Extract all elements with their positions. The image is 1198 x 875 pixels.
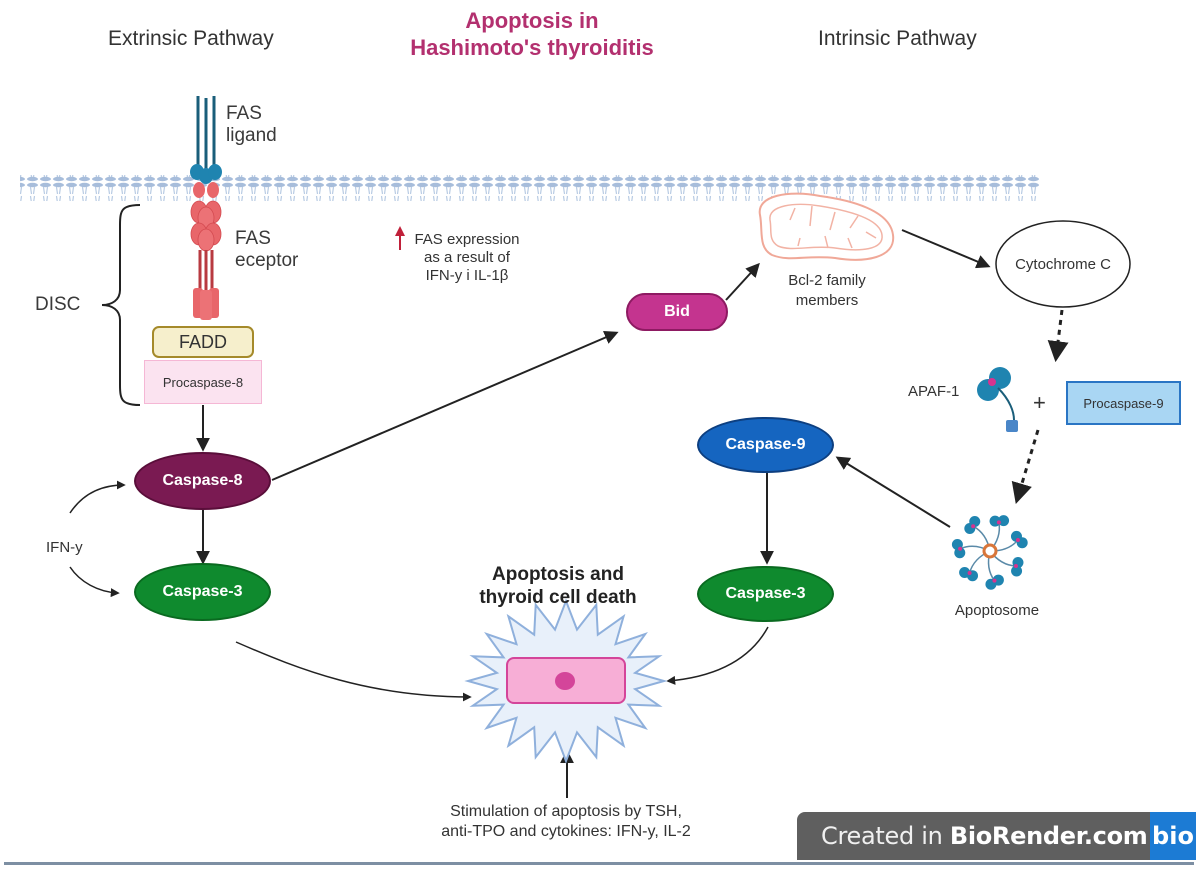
- apoptosome-dot: [958, 546, 963, 551]
- watermark-text: Created in BioRender.com: [821, 822, 1148, 850]
- apaf1-icon: [977, 367, 1018, 432]
- ifn-gamma-label: IFN-y: [46, 539, 83, 556]
- bcl2-family-label-line-2: members: [795, 292, 859, 309]
- fas-ligand-label: FAS ligand: [226, 103, 277, 147]
- arrow-ifn-to-caspase8: [69, 480, 126, 514]
- cytochrome-c-label: Cytochrome C: [1015, 256, 1111, 273]
- biorender-watermark[interactable]: Created in BioRender.com bio: [797, 812, 1196, 860]
- arrow-caspase3-right-to-cell: [666, 626, 769, 685]
- arrow-apaf-to-apoptosome-dashed: [1011, 429, 1040, 505]
- stimulation-label-line-1: Stimulation of apoptosis by TSH,: [450, 803, 682, 820]
- plus-sign: +: [1033, 390, 1046, 415]
- procaspase-9-node: Procaspase-9: [1066, 381, 1181, 425]
- stimulation-label-line-2: anti-TPO and cytokines: IFN-y, IL-2: [441, 823, 691, 840]
- page-title: Apoptosis in Hashimoto's thyroiditis: [410, 7, 654, 61]
- bcl2-family-label: Bcl-2 family members: [788, 271, 866, 311]
- fas-ligand-label-line-1: FAS: [226, 103, 262, 124]
- arrow-apoptosome-to-caspase9: [835, 456, 951, 528]
- arrow-caspase3-left-to-cell: [235, 641, 472, 702]
- apoptosome-dot: [996, 520, 1001, 525]
- fas-expression-note: FAS expression as a result of IFN-y i IL…: [414, 231, 519, 285]
- apoptosome-dot: [1015, 538, 1020, 543]
- caspase-3-extrinsic-node: Caspase-3: [134, 563, 271, 621]
- title-line-1: Apoptosis in: [465, 8, 599, 33]
- mitochondrion-icon: [758, 192, 895, 261]
- stimulation-label: Stimulation of apoptosis by TSH, anti-TP…: [441, 802, 691, 842]
- cell-membrane: [20, 175, 1040, 201]
- bid-node: Bid: [626, 293, 728, 331]
- extrinsic-pathway-heading: Extrinsic Pathway: [108, 27, 274, 50]
- apoptosome-dot: [967, 570, 972, 575]
- fas-expression-note-line-2: as a result of: [424, 249, 510, 266]
- procaspase-8-node: Procaspase-8: [144, 360, 262, 404]
- fas-ligand-icon: [190, 96, 222, 184]
- disc-label: DISC: [35, 294, 81, 315]
- cytochrome-c-node: [995, 220, 1131, 308]
- caspase-3-intrinsic-node: Caspase-3: [697, 566, 834, 622]
- apoptosome-dot: [971, 524, 976, 529]
- apoptosome-label: Apoptosome: [954, 602, 1040, 619]
- apoptosome-dot: [992, 578, 997, 583]
- arrow-ifn-to-caspase3: [69, 566, 120, 598]
- apoptosome-subunit: [998, 515, 1010, 527]
- fas-expression-note-line-1: FAS expression: [414, 231, 520, 248]
- bottom-divider: [4, 862, 1194, 865]
- apoptosome-subunit: [959, 566, 971, 578]
- disc-brace: [101, 204, 141, 406]
- intrinsic-pathway-heading: Intrinsic Pathway: [818, 27, 977, 50]
- fas-receptor-label: FAS eceptor: [235, 228, 298, 272]
- fas-ligand-label-line-2: ligand: [226, 125, 277, 146]
- apoptosome-hub: [982, 543, 998, 559]
- fas-receptor-label-line-1: FAS: [235, 228, 271, 249]
- biorender-logo-icon: bio: [1150, 812, 1196, 860]
- outcome-label-line-1: Apoptosis and: [492, 564, 624, 585]
- dying-cell-icon: [464, 598, 668, 764]
- bcl2-family-label-line-1: Bcl-2 family: [788, 272, 866, 289]
- arrow-mitochondrion-to-cytochrome: [901, 229, 991, 269]
- watermark-created-in: Created in: [821, 822, 950, 850]
- title-line-2: Hashimoto's thyroiditis: [410, 35, 654, 60]
- apoptosome-subunit: [969, 515, 981, 527]
- apoptosome-subunit: [1011, 565, 1023, 577]
- arrow-bid-to-mitochondrion: [725, 262, 760, 301]
- fadd-node: FADD: [152, 326, 254, 358]
- up-arrow-icon: [395, 226, 405, 250]
- fas-expression-note-line-3: IFN-y i IL-1β: [425, 267, 509, 284]
- fas-receptor-icon: [190, 182, 222, 320]
- caspase-9-node: Caspase-9: [697, 417, 834, 473]
- fas-receptor-label-line-2: eceptor: [235, 250, 299, 271]
- outcome-label: Apoptosis and thyroid cell death: [479, 563, 636, 609]
- arrow-cytochrome-dashed: [1047, 309, 1069, 363]
- apaf1-label: APAF-1: [908, 383, 960, 400]
- apoptosome-dot: [1013, 564, 1018, 569]
- outcome-label-line-2: thyroid cell death: [479, 587, 637, 608]
- watermark-brand: BioRender.com: [949, 822, 1148, 850]
- caspase-8-node: Caspase-8: [134, 452, 271, 510]
- apoptosome-icon: [951, 515, 1028, 590]
- arrow-caspase8-to-bid: [271, 330, 619, 481]
